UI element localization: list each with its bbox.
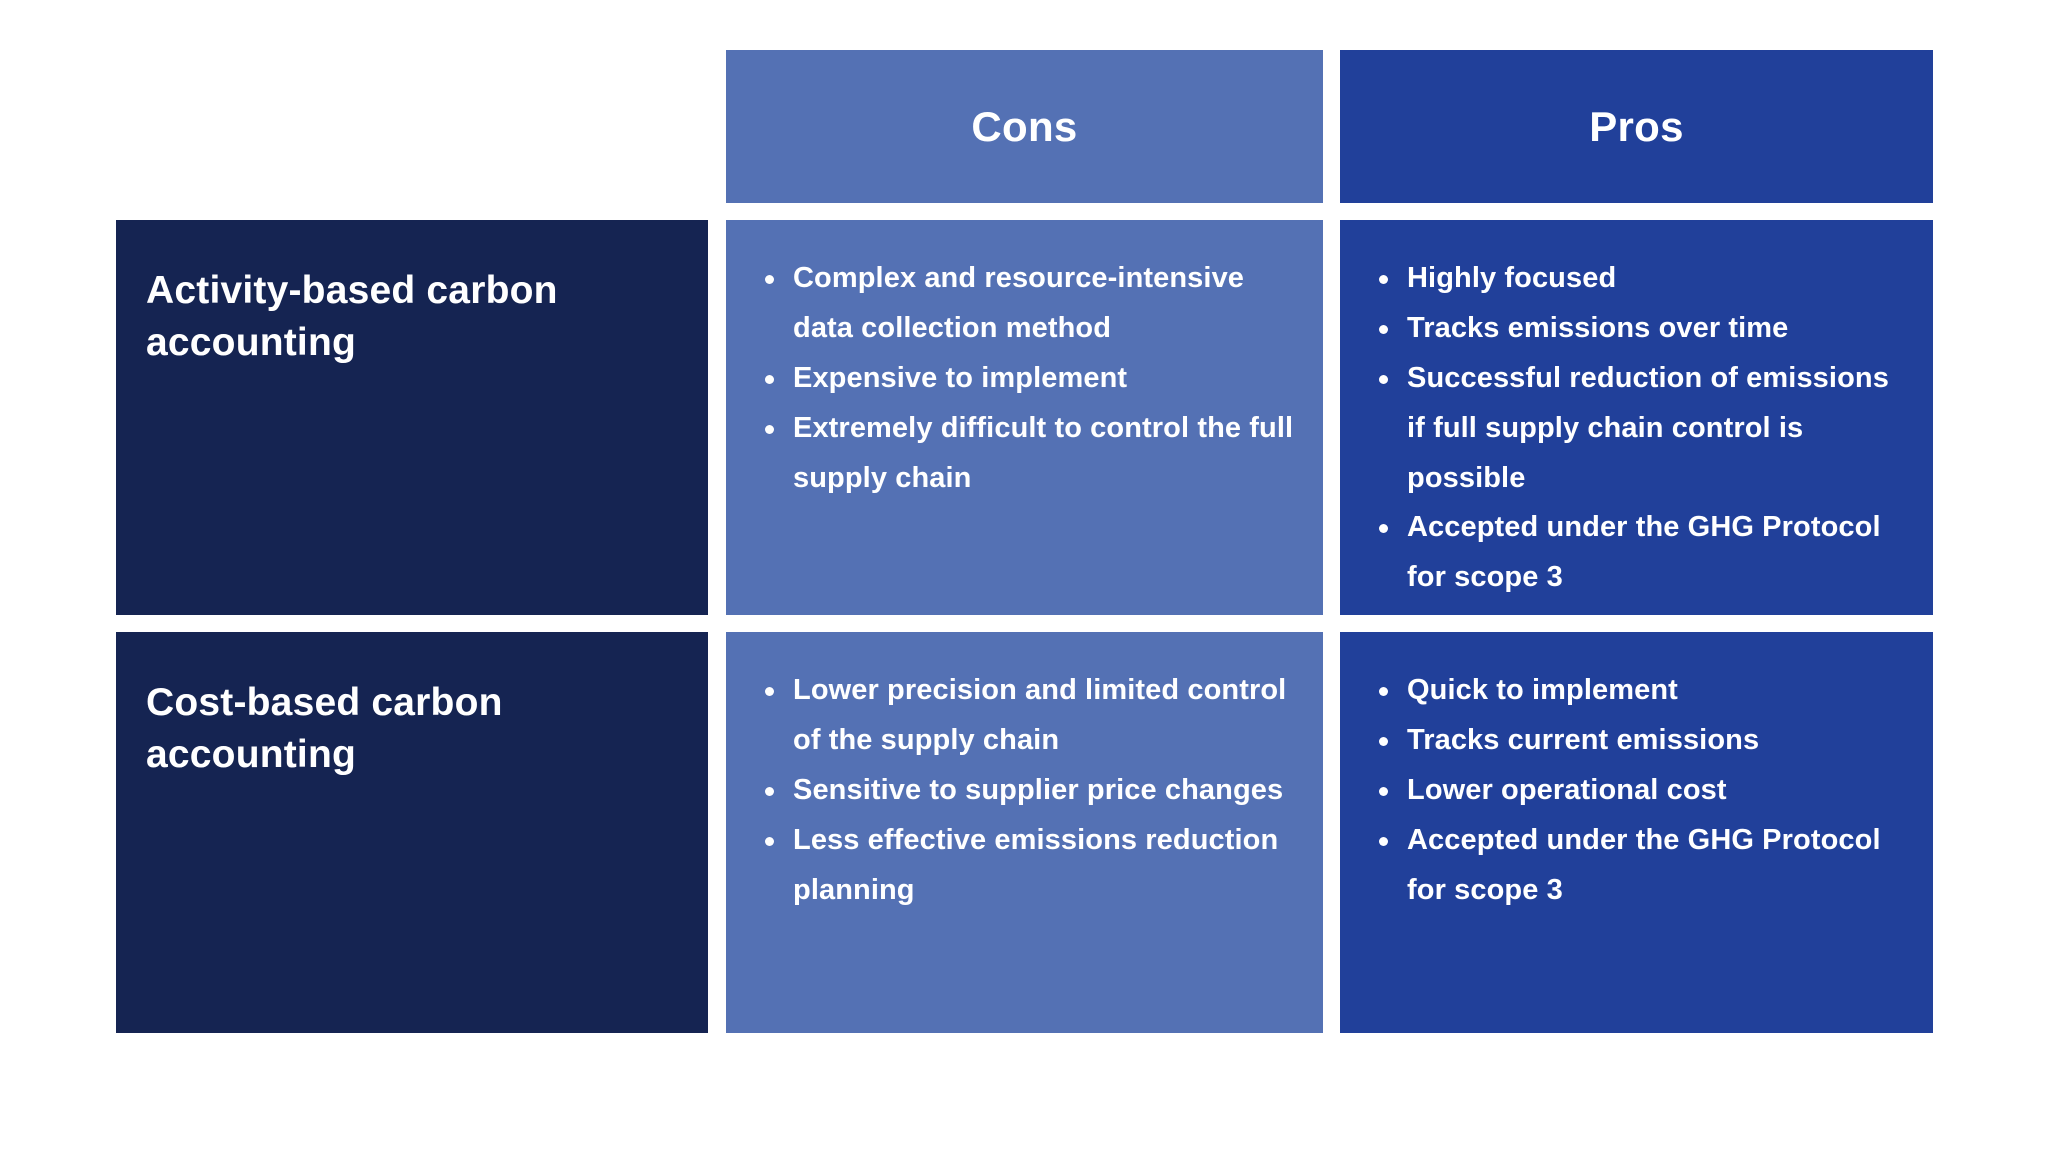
- column-header-cons: Cons: [726, 50, 1323, 203]
- list-item: Highly focused: [1366, 254, 1907, 304]
- column-header-cons-label: Cons: [971, 102, 1078, 150]
- list-item: Expensive to implement: [752, 354, 1297, 404]
- row-label-activity-based: Activity-based carbon accounting: [116, 220, 708, 615]
- list-item: Quick to implement: [1366, 666, 1907, 716]
- list-item: Tracks current emissions: [1366, 716, 1907, 766]
- pros-cons-comparison-table: Cons Pros Activity-based carbon accounti…: [116, 50, 1933, 1033]
- list-item: Lower precision and limited control of t…: [752, 666, 1297, 766]
- column-header-pros-label: Pros: [1589, 102, 1684, 150]
- cell-cost-based-pros: Quick to implement Tracks current emissi…: [1340, 632, 1933, 1033]
- list-item: Lower operational cost: [1366, 766, 1907, 816]
- row-label-cost-based: Cost-based carbon accounting: [116, 632, 708, 1033]
- cell-activity-based-cons: Complex and resource-intensive data coll…: [726, 220, 1323, 615]
- pros-list-activity-based: Highly focused Tracks emissions over tim…: [1366, 254, 1907, 603]
- row-label-activity-based-text: Activity-based carbon accounting: [146, 269, 558, 364]
- list-item: Complex and resource-intensive data coll…: [752, 254, 1297, 354]
- list-item: Accepted under the GHG Protocol for scop…: [1366, 503, 1907, 603]
- cons-list-cost-based: Lower precision and limited control of t…: [752, 666, 1297, 915]
- cell-cost-based-cons: Lower precision and limited control of t…: [726, 632, 1323, 1033]
- cons-list-activity-based: Complex and resource-intensive data coll…: [752, 254, 1297, 503]
- pros-list-cost-based: Quick to implement Tracks current emissi…: [1366, 666, 1907, 915]
- cell-activity-based-pros: Highly focused Tracks emissions over tim…: [1340, 220, 1933, 615]
- list-item: Successful reduction of emissions if ful…: [1366, 354, 1907, 504]
- row-label-cost-based-text: Cost-based carbon accounting: [146, 681, 503, 776]
- list-item: Extremely difficult to control the full …: [752, 404, 1297, 504]
- column-header-pros: Pros: [1340, 50, 1933, 203]
- list-item: Accepted under the GHG Protocol for scop…: [1366, 816, 1907, 916]
- list-item: Less effective emissions reduction plann…: [752, 816, 1297, 916]
- header-corner-spacer: [116, 50, 708, 203]
- list-item: Sensitive to supplier price changes: [752, 766, 1297, 816]
- list-item: Tracks emissions over time: [1366, 304, 1907, 354]
